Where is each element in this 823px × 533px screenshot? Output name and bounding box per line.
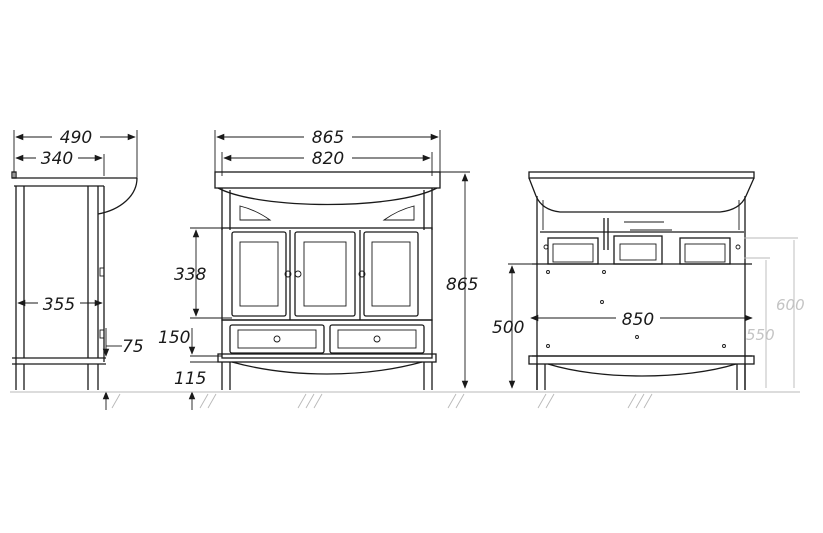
dim-820-label: 820 xyxy=(312,149,344,169)
front-sink xyxy=(214,171,441,230)
floor-line xyxy=(10,391,800,409)
dim-355-label: 355 xyxy=(43,295,75,315)
dim-150-label: 150 xyxy=(158,328,190,348)
front-cabinet xyxy=(217,227,437,390)
back-panel xyxy=(528,231,755,390)
dim-side-total-width: 490 xyxy=(13,126,138,178)
front-view: 865 820 xyxy=(158,126,478,410)
dim-side-body-width: 340 xyxy=(15,148,105,176)
dim-side-base: 75 xyxy=(102,328,144,410)
dim-865-side-label: 865 xyxy=(446,275,478,295)
dim-back-width: 850 xyxy=(530,308,753,330)
dim-75-label: 75 xyxy=(122,337,144,357)
dim-340-label: 340 xyxy=(41,149,73,169)
dim-500-label: 500 xyxy=(492,318,524,338)
dim-back-600: 600 xyxy=(744,237,805,388)
dim-front-drawer-height: 150 xyxy=(158,328,222,363)
dim-front-plinth: 115 xyxy=(174,369,206,410)
dim-back-500: 500 xyxy=(492,263,540,389)
back-sink xyxy=(528,171,755,390)
side-view: 490 340 xyxy=(11,126,144,410)
dim-850-label: 850 xyxy=(622,310,654,330)
dim-back-550: 550 xyxy=(744,257,775,388)
dim-338-label: 338 xyxy=(174,265,207,285)
side-cabinet xyxy=(11,171,138,390)
dim-115-label: 115 xyxy=(174,369,206,389)
back-view: 850 500 550 600 xyxy=(492,171,805,390)
dim-front-total-height: 865 xyxy=(440,171,478,389)
dim-front-door-height: 338 xyxy=(174,227,232,319)
dim-865-top-label: 865 xyxy=(312,128,344,148)
dim-side-depth: 355 xyxy=(17,293,103,315)
dim-front-top-width: 865 xyxy=(214,126,441,176)
dim-600-label: 600 xyxy=(776,296,805,314)
dim-550-label: 550 xyxy=(746,326,775,344)
dim-490-label: 490 xyxy=(60,128,92,148)
